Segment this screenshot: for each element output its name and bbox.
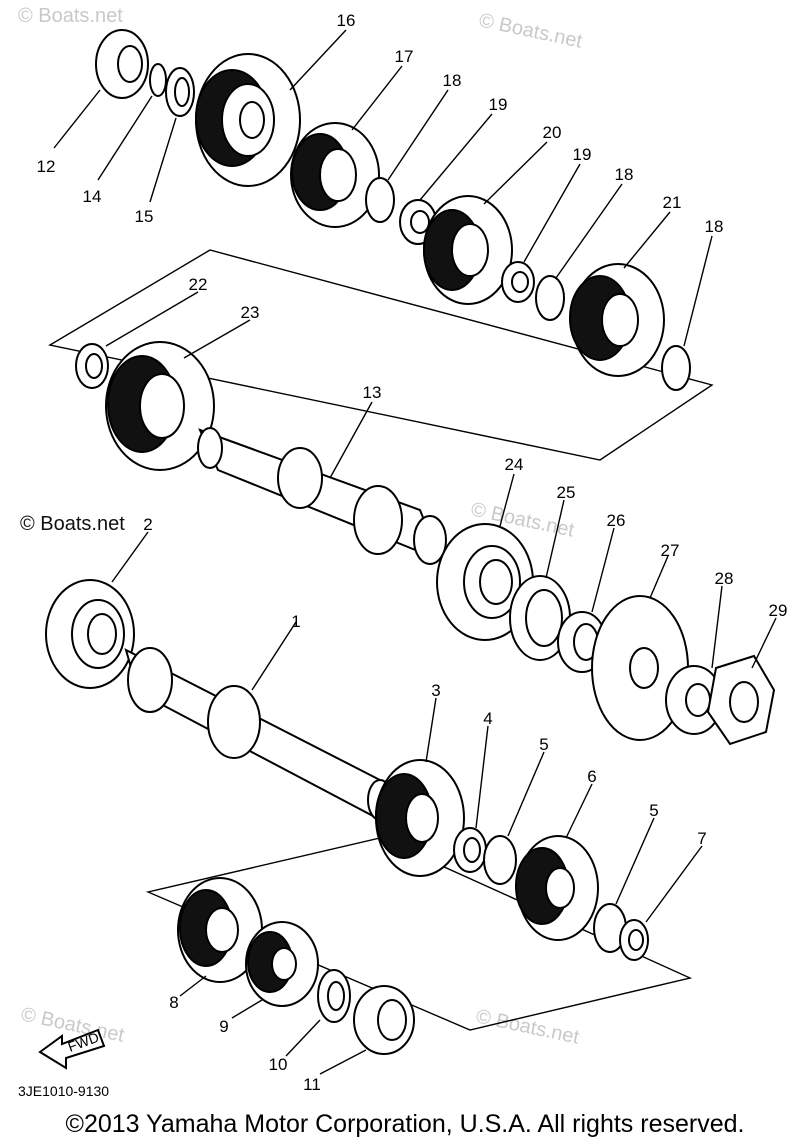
callout-18c: 18 xyxy=(705,217,724,236)
callout-18a: 18 xyxy=(443,71,462,90)
callout-1: 1 xyxy=(291,612,300,631)
callout-2: 2 xyxy=(143,515,152,534)
callout-19a: 19 xyxy=(489,95,508,114)
callout-3: 3 xyxy=(431,681,440,700)
callout-29: 29 xyxy=(769,601,788,620)
callout-20: 20 xyxy=(543,123,562,142)
callout-13: 13 xyxy=(363,383,382,402)
lock-washer-28 xyxy=(665,665,723,735)
callout-22: 22 xyxy=(189,275,208,294)
drive-axle-1 xyxy=(124,647,394,828)
drawing-code: 3JE1010-9130 xyxy=(18,1083,109,1099)
callout-16: 16 xyxy=(337,11,356,30)
circlip-18a xyxy=(365,177,395,223)
callout-26: 26 xyxy=(607,511,626,530)
callout-17: 17 xyxy=(395,47,414,66)
gear-17 xyxy=(290,122,380,228)
gear-20 xyxy=(423,195,513,305)
lower-group-frame xyxy=(145,837,693,1031)
watermark-top-left: © Boats.net xyxy=(18,5,123,27)
bearing-2 xyxy=(45,579,135,689)
callout-6: 6 xyxy=(587,767,596,786)
circlip-18c xyxy=(661,345,691,391)
washer-10 xyxy=(317,969,351,1023)
gear-21 xyxy=(569,263,665,377)
gear-6 xyxy=(515,835,599,941)
copyright-notice: ©2013 Yamaha Motor Corporation, U.S.A. A… xyxy=(65,1110,745,1138)
washer-7 xyxy=(619,919,649,961)
callout-labels: 1 2 3 4 5 5 6 7 8 9 10 11 12 13 14 15 16… xyxy=(37,11,788,1094)
washer-22 xyxy=(75,343,109,389)
washer-15 xyxy=(165,67,195,117)
callout-21: 21 xyxy=(663,193,682,212)
callout-15: 15 xyxy=(135,207,154,226)
gear-3 xyxy=(375,759,465,877)
circlip-5a xyxy=(483,835,517,885)
callout-4: 4 xyxy=(483,709,492,728)
gear-8 xyxy=(177,877,263,983)
callout-24: 24 xyxy=(505,455,524,474)
watermark-top-right: © Boats.net xyxy=(477,9,585,52)
circlip-14 xyxy=(149,63,167,97)
collar-11 xyxy=(353,985,415,1055)
callout-28: 28 xyxy=(715,569,734,588)
main-axle-13 xyxy=(197,427,447,565)
watermark-left: © Boats.net xyxy=(20,513,125,535)
bearing-24 xyxy=(436,523,534,641)
seal-25 xyxy=(509,575,571,661)
gear-16 xyxy=(195,53,301,187)
callout-8: 8 xyxy=(169,993,178,1012)
circlip-18b xyxy=(535,275,565,321)
callout-23: 23 xyxy=(241,303,260,322)
gear-9 xyxy=(245,921,319,1007)
callout-19b: 19 xyxy=(573,145,592,164)
callout-25: 25 xyxy=(557,483,576,502)
gear-23 xyxy=(105,341,215,471)
callout-11: 11 xyxy=(303,1075,321,1094)
callout-10: 10 xyxy=(269,1055,288,1074)
upper-group-frame xyxy=(48,249,714,461)
washer-19b xyxy=(501,261,535,303)
leader-lines xyxy=(53,29,777,1075)
callout-14: 14 xyxy=(83,187,102,206)
watermark-bottom-right: © Boats.net xyxy=(474,1005,582,1048)
callout-9: 9 xyxy=(219,1017,228,1036)
washer-4 xyxy=(453,827,487,873)
callout-12: 12 xyxy=(37,157,56,176)
callout-5b: 5 xyxy=(649,801,658,820)
callout-18b: 18 xyxy=(615,165,634,184)
callout-5a: 5 xyxy=(539,735,548,754)
callout-7: 7 xyxy=(697,829,706,848)
bearing-12 xyxy=(95,29,149,99)
callout-27: 27 xyxy=(661,541,680,560)
nut-29 xyxy=(706,654,776,746)
